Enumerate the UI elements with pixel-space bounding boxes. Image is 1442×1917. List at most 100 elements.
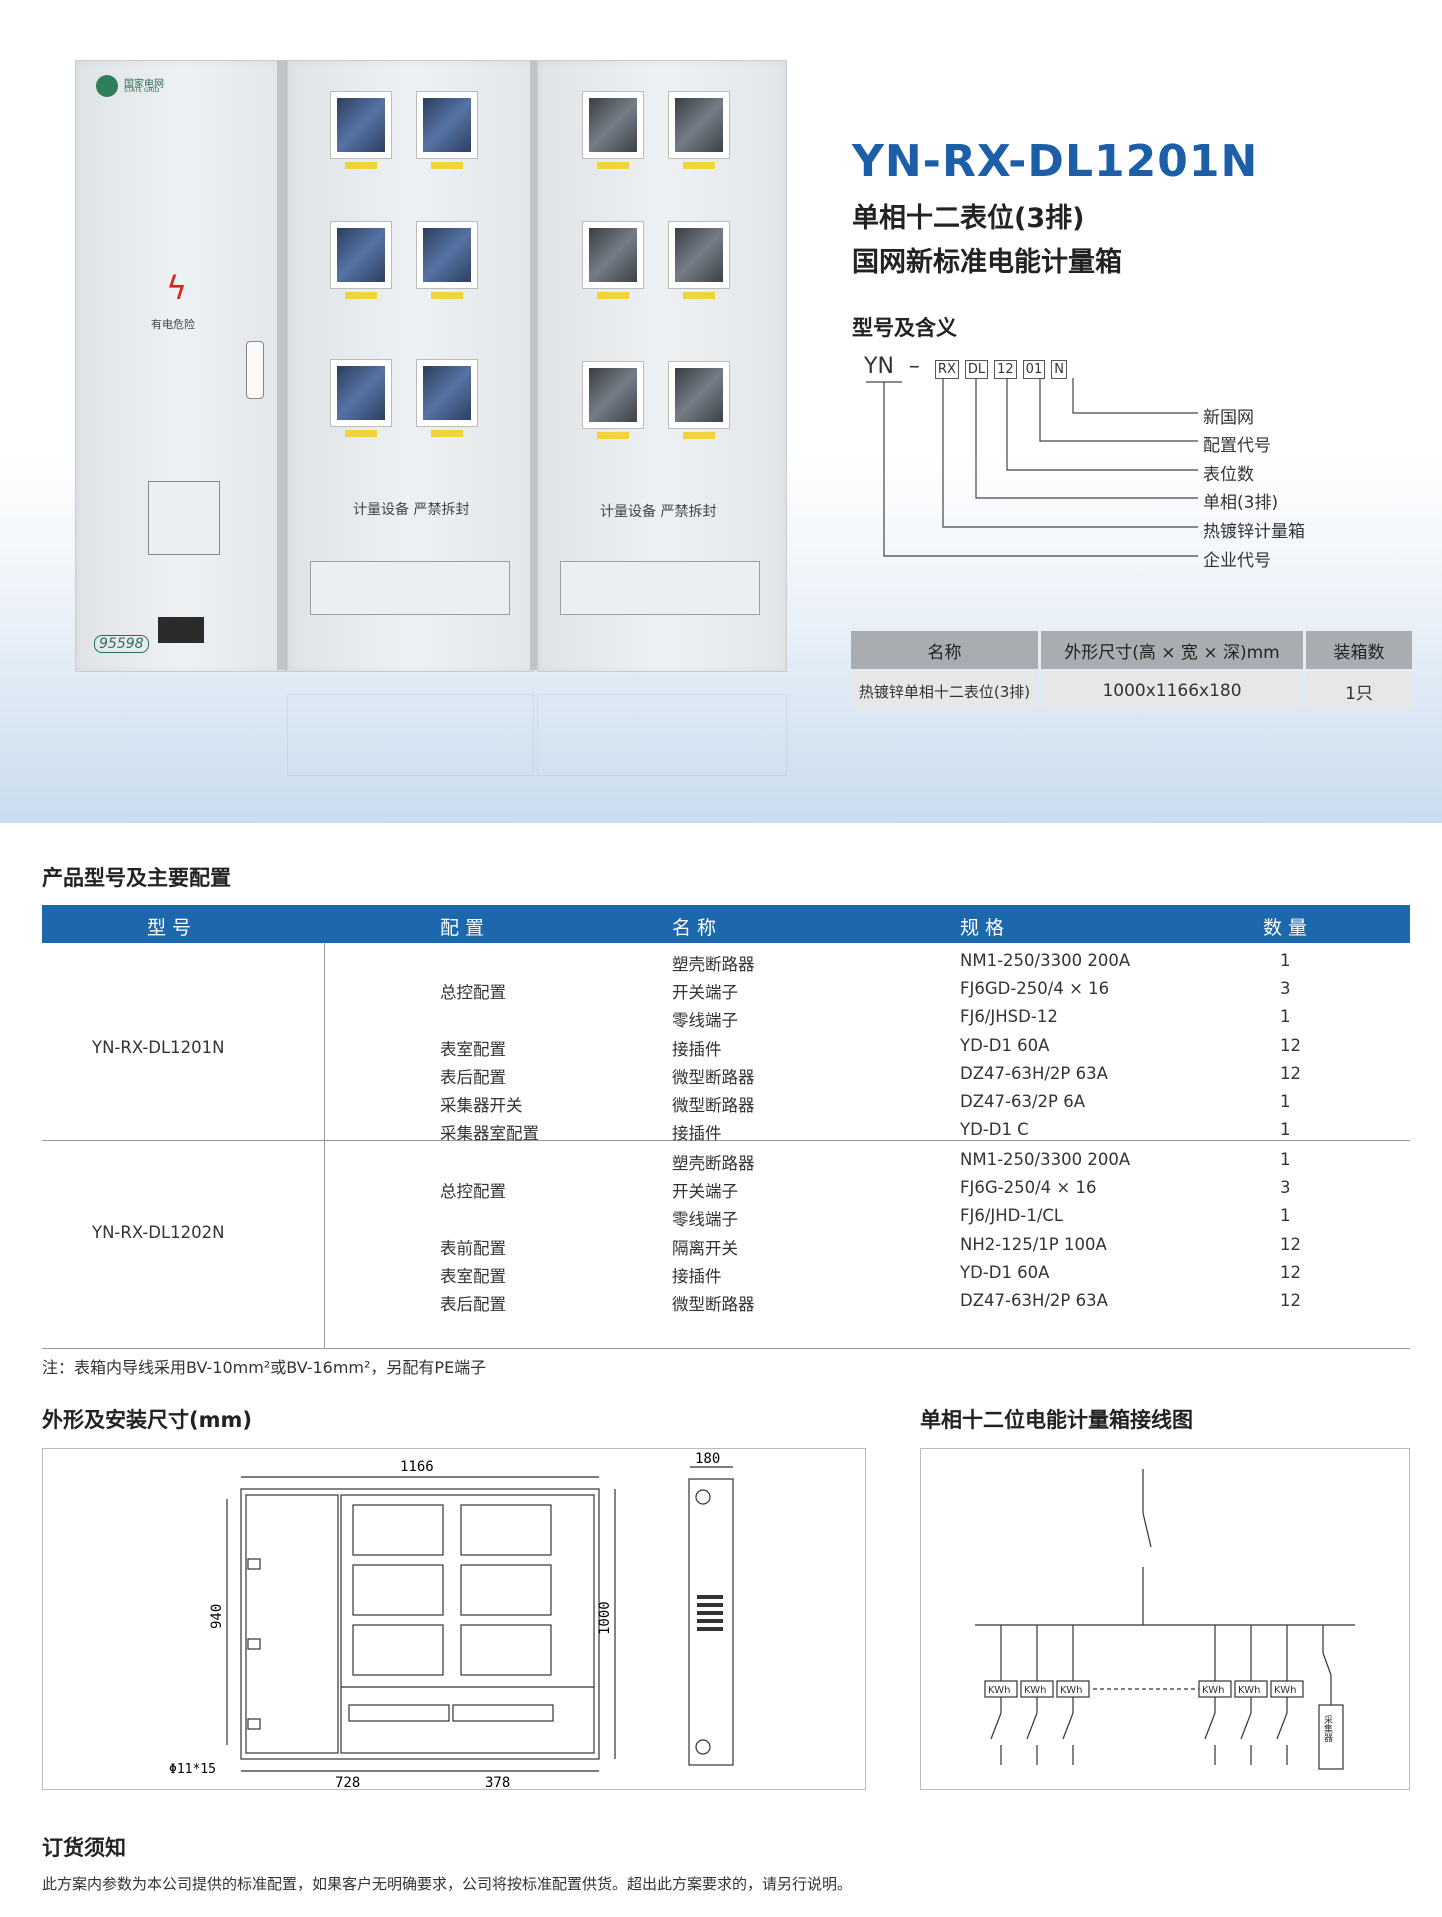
logo-text: 国家电网 [124,79,164,90]
product-model-title: YN-RX-DL1201N [852,136,1259,187]
meaning-label: 表位数 [1203,465,1254,485]
code-box: 12 [994,360,1017,379]
table-bottom-rule [42,1348,1410,1349]
seal-label: 计量设备 严禁拆封 [353,502,470,518]
spec-header: 外形尺寸(高 × 宽 × 深)mm [1041,631,1303,669]
ordering-title: 订货须知 [42,1836,126,1860]
meter-label: KWh [1024,1685,1046,1696]
config-cell-name: 微型断路器 [672,1295,755,1314]
collector-label: 采集器 [1322,1715,1333,1742]
config-cell-spec: DZ47-63H/2P 63A [960,1291,1108,1310]
meter-label: KWh [1202,1685,1224,1696]
meaning-label: 单相(3排) [1203,493,1279,513]
seal-label: 计量设备 严禁拆封 [600,504,717,520]
lower-compartment [310,561,510,615]
spec-header: 装箱数 [1306,631,1412,669]
meter-window [330,359,392,437]
config-cell-spec: FJ6GD-250/4 × 16 [960,979,1110,999]
wiring-diagram: KWh KWh KWh KWh KWh KWh 采集器 [975,1469,1355,1770]
code-prefix: YN [864,354,894,379]
lower-compartment [560,561,760,615]
config-cell-cfg: 表室配置 [440,1039,506,1059]
config-cell-spec: DZ47-63H/2P 63A [960,1063,1108,1083]
spec-cell: 1只 [1306,672,1412,710]
config-cell-name: 零线端子 [672,1011,738,1031]
group-divider [42,1140,1410,1141]
config-cell-qty: 3 [1280,1178,1291,1198]
config-note: 注：表箱内导线采用BV-10mm²或BV-16mm²，另配有PE端子 [42,1358,487,1377]
spec-table: 名称 外形尺寸(高 × 宽 × 深)mm 装箱数 热镀锌单相十二表位(3排) 1… [848,628,1415,713]
dim-depth: 180 [695,1451,720,1467]
config-cell-name: 微型断路器 [672,1096,755,1115]
ordering-text: 此方案内参数为本公司提供的标准配置，如果客户无明确要求，公司将按标准配置供货。超… [42,1875,853,1893]
dim-hole: Φ11*15 [169,1762,216,1777]
config-cell-spec: NH2-125/1P 100A [960,1234,1107,1254]
config-cell-spec: NM1-250/3300 200A [960,1150,1131,1169]
config-cell-qty: 1 [1280,951,1291,970]
hinge [277,60,287,670]
config-cell-name: 微型断路器 [672,1067,755,1087]
config-cell-cfg: 表室配置 [440,1266,506,1286]
meaning-label: 新国网 [1203,408,1254,428]
config-cell-cfg: 表后配置 [440,1295,506,1314]
meter-window [668,221,730,299]
col-divider [324,943,325,1348]
config-cell-cfg: 采集器开关 [440,1096,523,1115]
meaning-label: 配置代号 [1203,436,1271,456]
spec-cell: 1000x1166x180 [1041,672,1303,710]
config-header-row: 型 号 配 置 名 称 规 格 数 量 [42,905,1410,943]
meter-window [582,361,644,439]
config-cell-qty: 3 [1280,979,1291,999]
col-header: 名 称 [672,917,717,939]
dim-inner-height: 940 [209,1604,225,1629]
product-subtitle-1: 单相十二表位(3排) [852,203,1085,234]
lightning-icon: ϟ [166,269,188,307]
config-model: YN-RX-DL1201N [92,1037,225,1057]
danger-label: 有电危险 [151,318,195,331]
config-cell-cfg: 表后配置 [440,1067,506,1087]
col-header: 数 量 [1263,917,1308,939]
meter-window [668,91,730,169]
col-header: 规 格 [960,917,1005,939]
dimension-drawing: 1166 180 940 1000 728 378 Φ11*15 [169,1451,734,1789]
dim-left-width: 728 [335,1775,360,1789]
meter-window [582,91,644,169]
config-cell-name: 塑壳断路器 [672,955,755,974]
hotline-logo: 95598 [94,635,149,653]
spec-header: 名称 [851,631,1038,669]
cabinet-middle-door: 计量设备 严禁拆封 [287,60,534,672]
config-cell-qty: 12 [1280,1291,1301,1310]
config-cell-spec: FJ6/JHSD-12 [960,1007,1058,1027]
config-cell-name: 开关端子 [672,983,738,1003]
dimensions-title: 外形及安装尺寸(mm) [42,1408,252,1432]
wiring-title: 单相十二位电能计量箱接线图 [920,1408,1193,1432]
logo-subtext: STATE GRID [124,87,160,94]
hinge [530,60,540,670]
meaning-label: 热镀锌计量箱 [1203,522,1305,542]
cabinet-right-door: 计量设备 严禁拆封 [537,60,787,672]
config-cell-spec: DZ47-63/2P 6A [960,1092,1085,1111]
config-cell-qty: 1 [1280,1150,1291,1169]
meaning-label: 企业代号 [1203,551,1271,571]
config-cell-name: 接插件 [672,1266,722,1286]
code-box: RX [934,360,959,379]
config-cell-spec: NM1-250/3300 200A [960,951,1131,970]
meter-window [330,221,392,299]
config-cell-spec: FJ6/JHD-1/CL [960,1206,1064,1226]
config-cell-cfg: 总控配置 [440,1182,506,1202]
model-meaning-leaders [866,378,1198,557]
config-cell-name: 塑壳断路器 [672,1154,755,1173]
config-cell-cfg: 表前配置 [440,1238,506,1258]
config-cell-qty: 1 [1280,1092,1291,1111]
collector-window [148,481,220,555]
config-cell-qty: 1 [1280,1120,1291,1140]
spec-cell: 热镀锌单相十二表位(3排) [851,672,1038,710]
meter-label: KWh [1238,1685,1260,1696]
state-grid-logo [96,75,118,97]
dim-right-width: 378 [485,1775,510,1789]
meter-window [416,91,478,169]
config-cell-qty: 1 [1280,1206,1291,1226]
cabinet-left-door: 国家电网 STATE GRID ϟ 有电危险 95598 [75,60,287,672]
config-cell-qty: 12 [1280,1234,1301,1254]
